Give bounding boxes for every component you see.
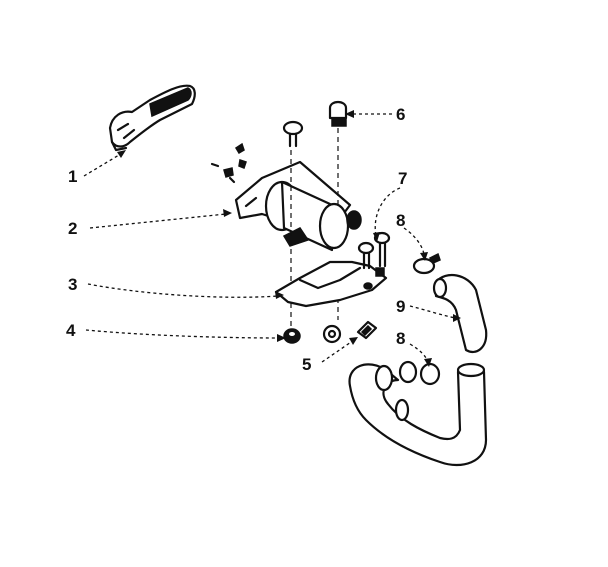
- callout-5: 5: [302, 355, 311, 374]
- part-9-hose: [432, 273, 488, 354]
- callout-1: 1: [68, 167, 77, 186]
- callout-6: 6: [396, 105, 405, 124]
- part-5-clip: [356, 320, 378, 340]
- callout-9: 9: [396, 297, 405, 316]
- leader-3: [87, 283, 279, 298]
- leader-1: [83, 151, 125, 177]
- leader-2: [89, 213, 227, 229]
- leader-5: [321, 339, 355, 363]
- housing-top-screw: [282, 120, 304, 148]
- leader-8-upper: [403, 227, 425, 257]
- part-8-clamps-lower: [398, 360, 441, 386]
- part-2-motor-housing: [234, 160, 362, 252]
- callout-8-lower: 8: [396, 329, 405, 348]
- part-8-clamp-upper: [412, 252, 441, 275]
- bracket-bolts: [357, 231, 391, 277]
- leader-4: [85, 329, 281, 339]
- loose-fastener-bits: [210, 142, 247, 184]
- leader-9: [409, 305, 457, 319]
- callout-4: 4: [66, 321, 76, 340]
- callout-7: 7: [398, 169, 407, 188]
- callout-8-upper: 8: [396, 211, 405, 230]
- part-3-bracket: [274, 260, 388, 308]
- curved-hose-assembly: [348, 362, 488, 467]
- part-1-handle: [108, 84, 196, 152]
- part-6-bolt: [328, 100, 348, 127]
- callout-3: 3: [68, 275, 77, 294]
- callout-2: 2: [68, 219, 77, 238]
- bracket-grommet: [322, 324, 342, 344]
- leader-lines: [83, 110, 461, 367]
- part-4-nut: [283, 328, 301, 344]
